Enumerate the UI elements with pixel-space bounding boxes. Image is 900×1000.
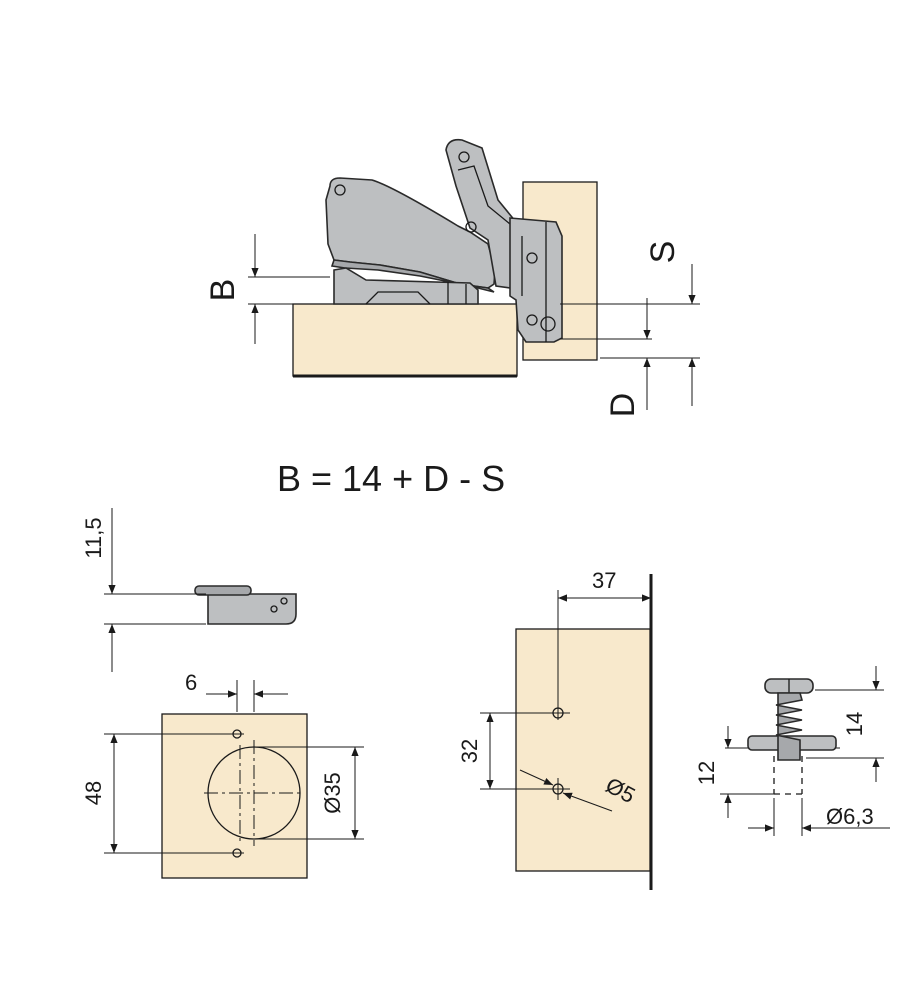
label-plate-height: 11,5 — [81, 517, 106, 558]
plate-side-profile — [207, 593, 297, 625]
formula-text: B = 14 + D - S — [277, 458, 505, 499]
label-hole-pitch: 32 — [457, 739, 482, 763]
screw-detail: 14 12 Ø6,3 — [694, 666, 890, 836]
label-cup-diameter: Ø35 — [320, 772, 345, 814]
label-edge-distance: 37 — [592, 568, 616, 593]
cabinet-side-drilling: 37 32 Ø5 — [457, 568, 653, 890]
label-d: D — [604, 393, 642, 418]
label-b: B — [204, 279, 242, 302]
cabinet-side-board — [515, 628, 651, 872]
hinge-link — [445, 138, 521, 289]
hinge-installation-view: B S D — [204, 138, 700, 418]
label-offset: 6 — [185, 670, 197, 695]
hinge-base-block — [333, 267, 479, 305]
door-drilling-panel — [161, 713, 308, 879]
screw-thread — [775, 692, 804, 761]
label-screw-diameter: Ø6,3 — [826, 804, 874, 829]
plate-side-view: 11,5 — [81, 508, 297, 672]
label-s: S — [644, 241, 682, 264]
label-hole-spacing: 48 — [81, 781, 106, 805]
plate-front-view: 48 6 Ø35 — [81, 670, 364, 879]
mounting-plate — [509, 217, 563, 343]
label-drill-depth: 12 — [694, 761, 719, 785]
door-panel — [292, 303, 518, 377]
label-screw-length: 14 — [842, 712, 867, 736]
